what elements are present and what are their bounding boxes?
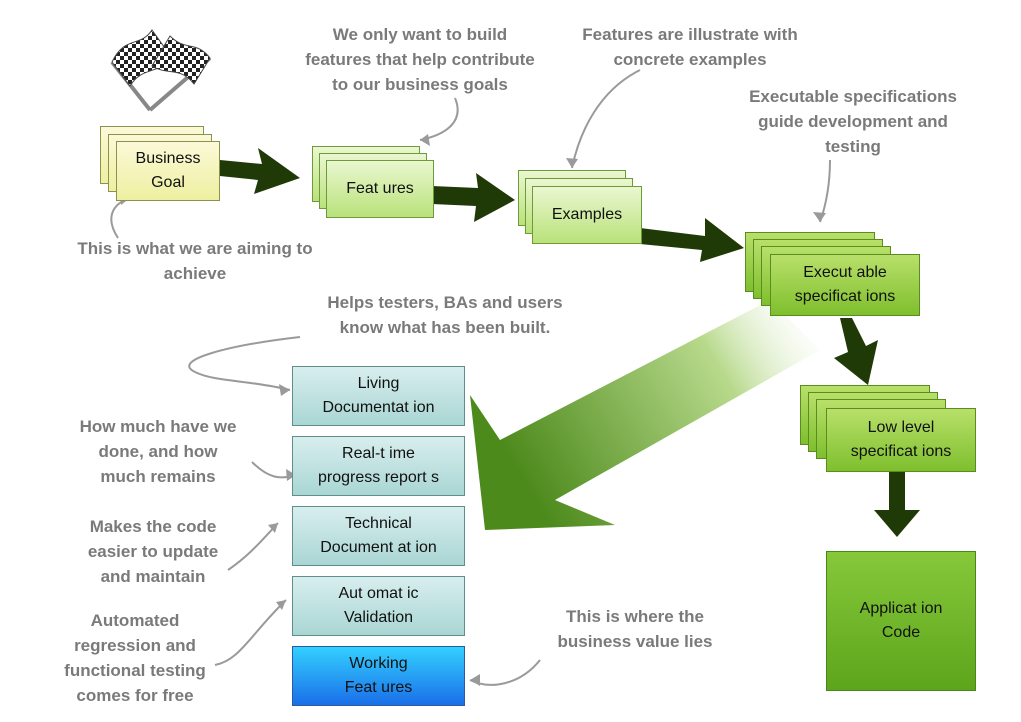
business-goal-box: Business Goal bbox=[116, 141, 220, 201]
checkered-flags-icon bbox=[110, 29, 212, 112]
living-doc-note: Helps testers, BAs and users know what h… bbox=[327, 293, 563, 337]
examples-box: Examples bbox=[532, 186, 642, 244]
examples-note: Features are illustrate with concrete ex… bbox=[582, 25, 798, 69]
large-feedback-arrow bbox=[470, 300, 820, 530]
flow-arrows bbox=[220, 148, 920, 537]
technical-note: Makes the code easier to update and main… bbox=[87, 517, 219, 586]
validation-note: Automated regression and functional test… bbox=[64, 611, 206, 705]
automatic-validation-box: Aut omat ic Validation bbox=[292, 576, 465, 636]
business-value-note: This is where the business value lies bbox=[557, 607, 713, 651]
low-level-specs-box: Low level specificat ions bbox=[826, 408, 976, 472]
features-box: Feat ures bbox=[326, 160, 434, 218]
executable-specs-box: Execut able specificat ions bbox=[770, 254, 920, 316]
goal-note: This is what we are aiming to achieve bbox=[77, 239, 313, 283]
features-note: We only want to build features that help… bbox=[305, 25, 535, 94]
progress-note: How much have we done, and how much rema… bbox=[79, 417, 237, 486]
application-code-box: Applicat ion Code bbox=[826, 551, 976, 691]
technical-documentation-box: Technical Document at ion bbox=[292, 506, 465, 566]
living-documentation-box: Living Documentat ion bbox=[292, 366, 465, 426]
specs-note: Executable specifications guide developm… bbox=[749, 87, 957, 156]
callout-arrowheads bbox=[120, 134, 826, 686]
working-features-box: Working Feat ures bbox=[292, 646, 465, 706]
progress-reports-box: Real-t ime progress report s bbox=[292, 436, 465, 496]
